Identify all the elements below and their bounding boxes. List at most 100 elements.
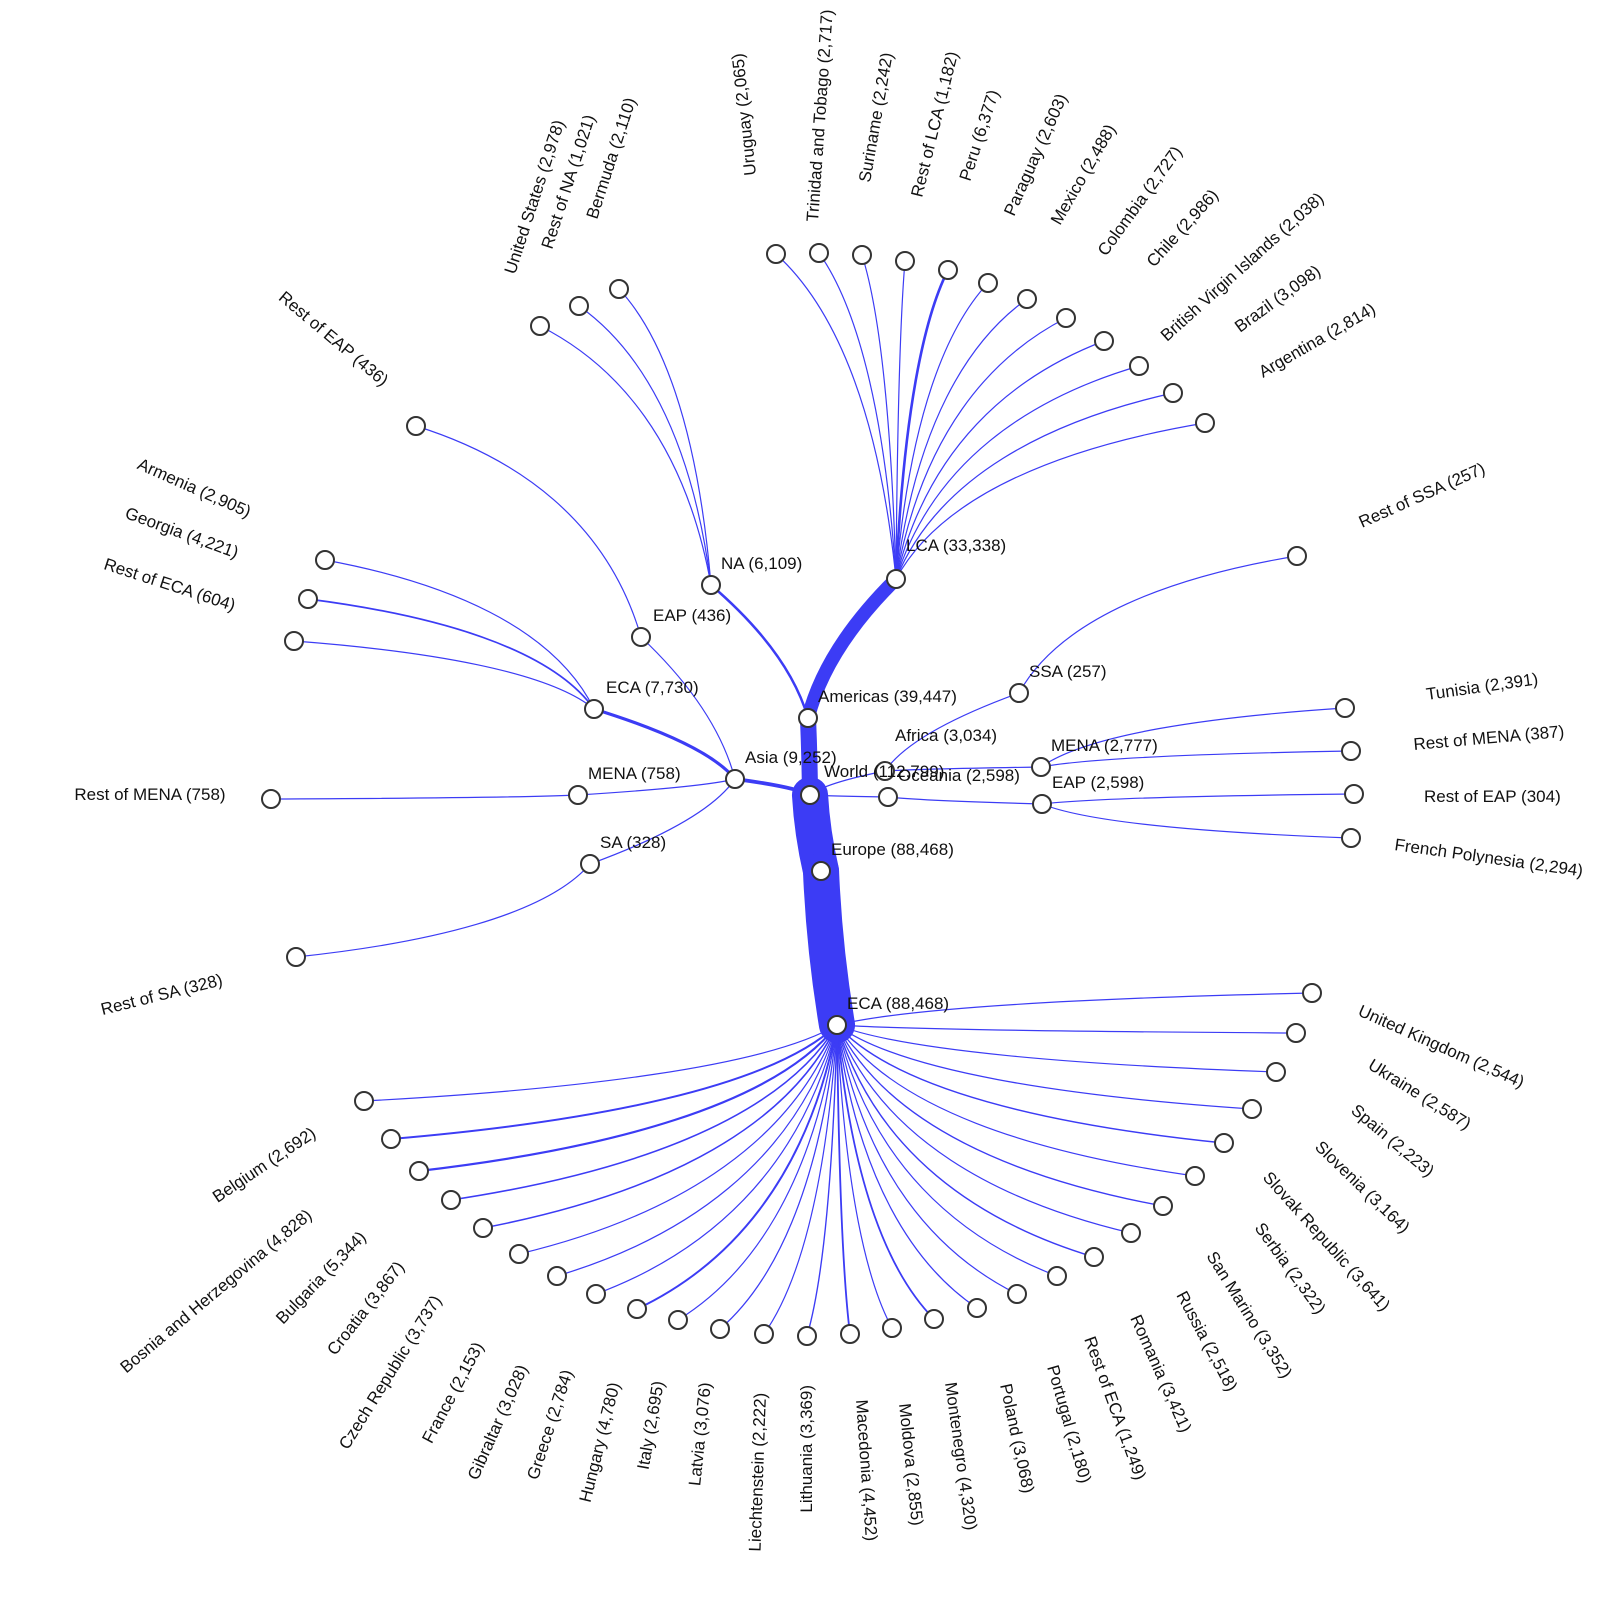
- node-mena[interactable]: MENA (758): [568, 764, 681, 805]
- node-circle[interactable]: [809, 243, 829, 263]
- node-circle[interactable]: [569, 296, 589, 316]
- node-circle[interactable]: [406, 416, 426, 436]
- node-circle[interactable]: [627, 1299, 647, 1319]
- node-circle[interactable]: [766, 244, 786, 264]
- node-rest-of-sa[interactable]: Rest of SA (328): [99, 947, 306, 1019]
- node-circle[interactable]: [1007, 1284, 1027, 1304]
- node-circle[interactable]: [584, 699, 604, 719]
- node-circle[interactable]: [875, 761, 895, 781]
- node-brazil[interactable]: Brazil (3,098): [1163, 261, 1324, 403]
- node-circle[interactable]: [967, 1298, 987, 1318]
- node-circle[interactable]: [1341, 828, 1361, 848]
- node-slovenia[interactable]: Slovenia (3,164): [1242, 1099, 1413, 1237]
- node-circle[interactable]: [473, 1218, 493, 1238]
- node-circle[interactable]: [1341, 741, 1361, 761]
- node-circle[interactable]: [284, 631, 304, 651]
- node-poland[interactable]: Poland (3,068): [967, 1298, 1038, 1495]
- node-circle[interactable]: [895, 251, 915, 271]
- node-eca[interactable]: ECA (7,730): [584, 678, 699, 719]
- node-circle[interactable]: [354, 1091, 374, 1111]
- node-asia[interactable]: Asia (9,252): [725, 748, 837, 789]
- node-circle[interactable]: [668, 1310, 688, 1330]
- node-circle[interactable]: [631, 627, 651, 647]
- node-circle[interactable]: [978, 273, 998, 293]
- node-circle[interactable]: [840, 1324, 860, 1344]
- node-tunisia[interactable]: Tunisia (2,391): [1335, 669, 1539, 718]
- node-trinidad-and-tobago[interactable]: Trinidad and Tobago (2,717): [803, 9, 837, 263]
- node-circle[interactable]: [1214, 1133, 1234, 1153]
- node-circle[interactable]: [580, 854, 600, 874]
- node-rest-of-mena[interactable]: Rest of MENA (758): [74, 785, 281, 809]
- node-sa[interactable]: SA (328): [580, 833, 666, 874]
- node-oceania[interactable]: Oceania (2,598): [878, 766, 1020, 807]
- node-french-polynesia[interactable]: French Polynesia (2,294): [1341, 828, 1584, 880]
- node-lithuania[interactable]: Lithuania (3,369): [797, 1326, 817, 1513]
- node-africa[interactable]: Africa (3,034): [875, 726, 997, 781]
- node-lca[interactable]: LCA (33,338): [886, 536, 1006, 589]
- node-circle[interactable]: [827, 1015, 847, 1035]
- node-circle[interactable]: [1094, 331, 1114, 351]
- node-circle[interactable]: [798, 708, 818, 728]
- node-peru[interactable]: Peru (6,377): [938, 87, 1003, 280]
- node-eap[interactable]: EAP (2,598): [1032, 773, 1144, 814]
- node-circle[interactable]: [609, 279, 629, 299]
- node-mena[interactable]: MENA (2,777): [1031, 736, 1158, 777]
- node-americas[interactable]: Americas (39,447): [798, 687, 957, 728]
- node-russia[interactable]: Russia (2,518): [1121, 1223, 1241, 1395]
- node-circle[interactable]: [1031, 757, 1051, 777]
- node-chile[interactable]: Chile (2,986): [1094, 186, 1222, 351]
- node-circle[interactable]: [800, 785, 820, 805]
- node-montenegro[interactable]: Montenegro (4,320): [924, 1309, 981, 1531]
- node-macedonia[interactable]: Macedonia (4,452): [840, 1324, 881, 1542]
- node-circle[interactable]: [754, 1324, 774, 1344]
- node-rest-of-lca[interactable]: Rest of LCA (1,182): [895, 49, 962, 271]
- node-serbia[interactable]: Serbia (2,322): [1185, 1166, 1329, 1318]
- node-belgium[interactable]: Belgium (2,692): [209, 1091, 374, 1206]
- node-circle[interactable]: [1242, 1099, 1262, 1119]
- node-circle[interactable]: [530, 316, 550, 336]
- node-circle[interactable]: [547, 1266, 567, 1286]
- node-circle[interactable]: [1153, 1196, 1173, 1216]
- node-ssa[interactable]: SSA (257): [1009, 662, 1107, 703]
- node-croatia[interactable]: Croatia (3,867): [323, 1190, 461, 1359]
- node-rest-of-eap[interactable]: Rest of EAP (304): [1344, 784, 1561, 806]
- node-circle[interactable]: [1287, 546, 1307, 566]
- node-circle[interactable]: [509, 1244, 529, 1264]
- node-circle[interactable]: [1032, 794, 1052, 814]
- node-circle[interactable]: [315, 550, 335, 570]
- node-suriname[interactable]: Suriname (2,242): [852, 51, 897, 265]
- node-rest-of-ssa[interactable]: Rest of SSA (257): [1287, 459, 1488, 566]
- node-circle[interactable]: [1344, 784, 1364, 804]
- node-circle[interactable]: [568, 785, 588, 805]
- node-circle[interactable]: [586, 1284, 606, 1304]
- node-circle[interactable]: [1286, 1023, 1306, 1043]
- node-circle[interactable]: [725, 769, 745, 789]
- node-hungary[interactable]: Hungary (4,780): [576, 1299, 647, 1504]
- node-circle[interactable]: [710, 1319, 730, 1339]
- node-moldova[interactable]: Moldova (2,855): [882, 1318, 927, 1527]
- node-bulgaria[interactable]: Bulgaria (5,344): [272, 1161, 429, 1328]
- node-rest-of-eap[interactable]: Rest of EAP (436): [275, 288, 426, 436]
- node-circle[interactable]: [1017, 289, 1037, 309]
- node-circle[interactable]: [797, 1326, 817, 1346]
- node-circle[interactable]: [1009, 683, 1029, 703]
- node-eca[interactable]: ECA (88,468): [827, 994, 949, 1035]
- node-circle[interactable]: [886, 569, 906, 589]
- node-circle[interactable]: [1121, 1223, 1141, 1243]
- node-circle[interactable]: [811, 861, 831, 881]
- node-circle[interactable]: [1195, 413, 1215, 433]
- node-circle[interactable]: [441, 1190, 461, 1210]
- node-circle[interactable]: [924, 1309, 944, 1329]
- node-circle[interactable]: [286, 947, 306, 967]
- node-world[interactable]: World (112,799): [800, 762, 944, 805]
- node-uruguay[interactable]: Uruguay (2,065): [728, 52, 786, 264]
- node-italy[interactable]: Italy (2,695): [634, 1310, 688, 1471]
- node-circle[interactable]: [1185, 1166, 1205, 1186]
- node-circle[interactable]: [701, 575, 721, 595]
- node-circle[interactable]: [1163, 383, 1183, 403]
- node-circle[interactable]: [1266, 1062, 1286, 1082]
- node-circle[interactable]: [1047, 1266, 1067, 1286]
- node-united-kingdom[interactable]: United Kingdom (2,544): [1302, 983, 1527, 1092]
- node-circle[interactable]: [1056, 308, 1076, 328]
- node-europe[interactable]: Europe (88,468): [811, 840, 954, 881]
